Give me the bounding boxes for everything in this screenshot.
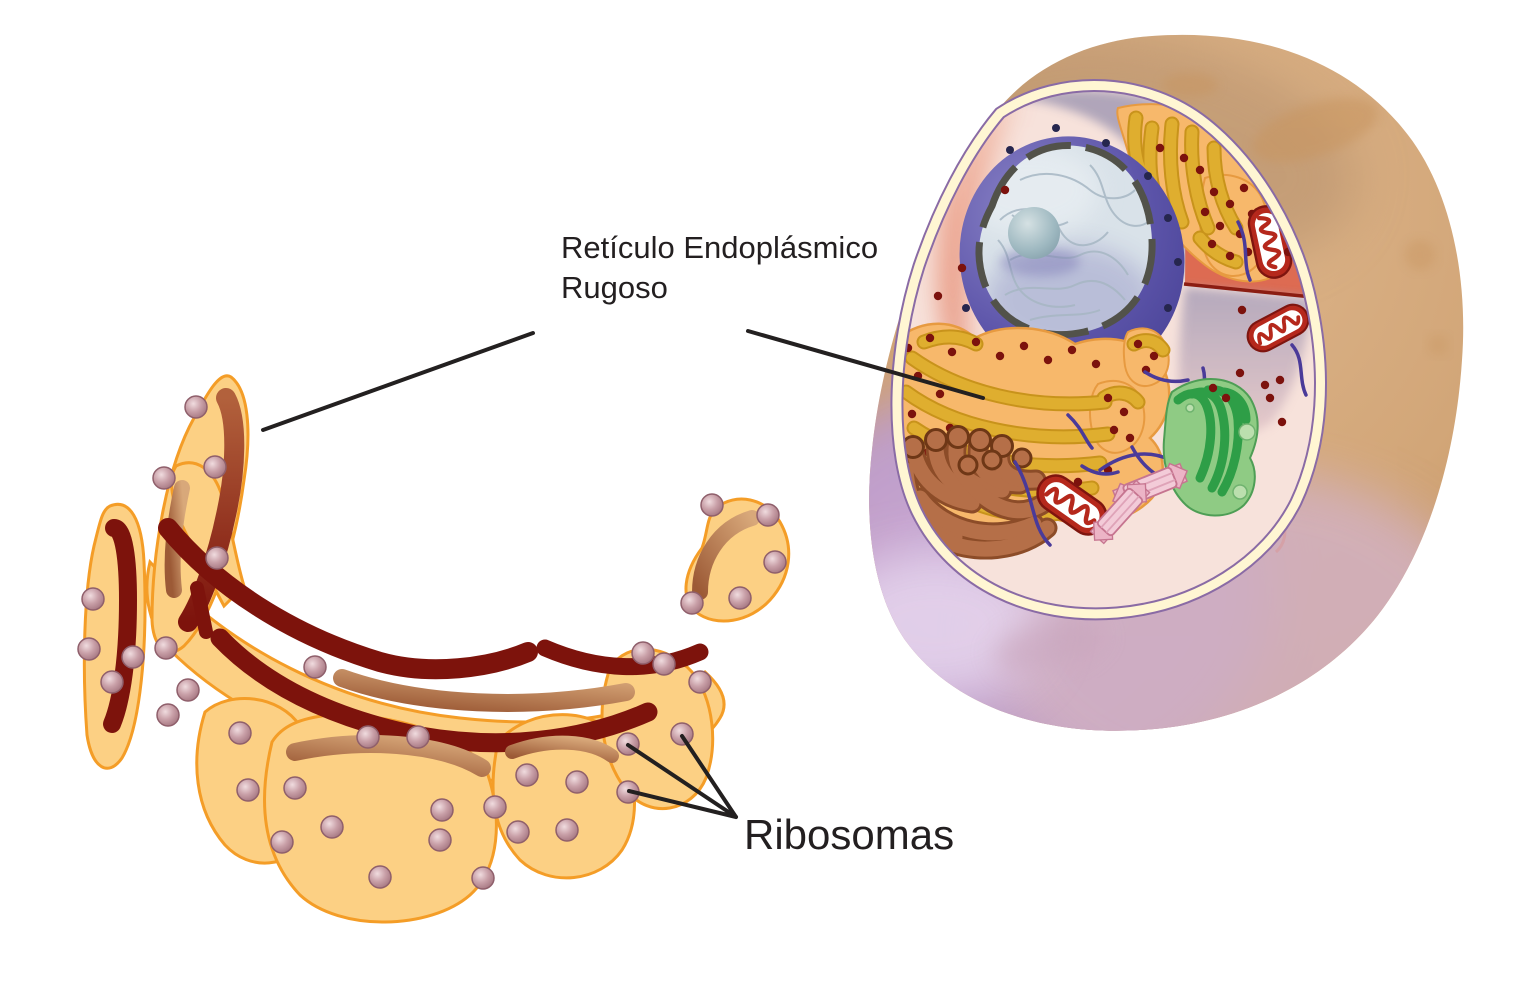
chromatin-threads: [997, 164, 1149, 321]
golgi-apparatus: [1162, 378, 1259, 517]
er-cisternae: [82, 374, 791, 924]
pointer-lines-ribosomes: [626, 734, 738, 819]
label-rough-er-line2: Rugoso: [561, 270, 668, 305]
smooth-er-tubules: [903, 425, 1051, 550]
label-ribosomas: Ribosomas: [744, 811, 954, 858]
cytoskeleton-filaments: [1013, 220, 1308, 547]
nucleolus: [1008, 207, 1060, 259]
animal-cell-illustration: [869, 34, 1464, 731]
pointer-line-er-left: [261, 331, 535, 432]
rough-er-illustration: [77, 374, 791, 924]
annotations: Retículo Endoplásmico Rugoso Ribosomas: [261, 230, 985, 858]
cut-ledge-line: [1183, 282, 1313, 299]
pointer-line-er-cell: [746, 329, 985, 400]
label-rough-er-line1: Retículo Endoplásmico: [561, 230, 878, 265]
